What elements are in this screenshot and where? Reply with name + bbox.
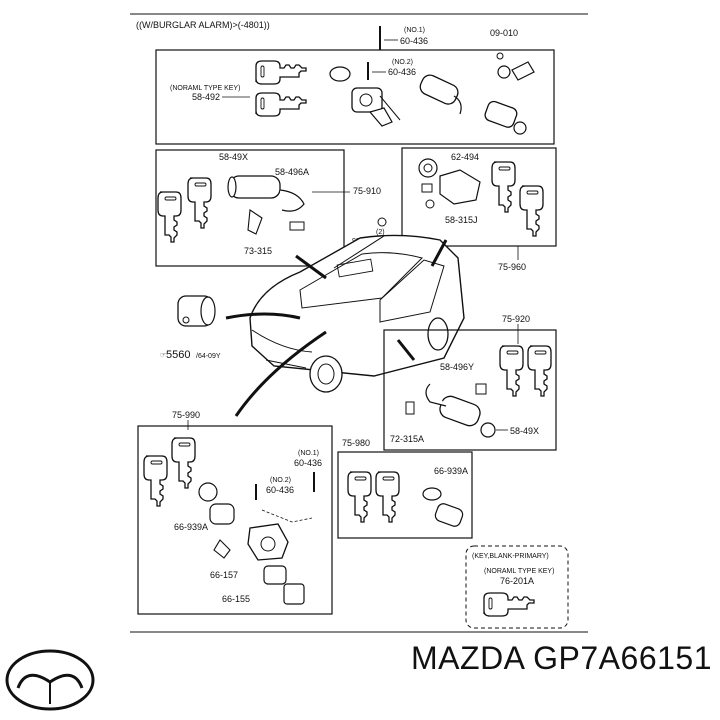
bm-ref: 75-980 [342,438,370,448]
rm-part-a: 62-494 [451,152,479,162]
top-no1-caption: (NO.1) [404,27,425,34]
rm-part-b: 58-315J [445,215,478,225]
rl-ref: 75-920 [502,314,530,324]
panel-right-mid: 62-494 58-315J 75-960 [401,147,557,272]
key-icon [171,437,196,489]
vehicle-illustration: (2) 99940-0503 [225,217,465,417]
key-icon [255,92,307,117]
lm-part-b: 58-496A [275,167,309,177]
rl-part-c: 58-49X [510,426,539,436]
tailgate-lock-icon [418,158,481,209]
key-icon [255,60,307,85]
bl-no2-caption: (NO.2) [270,477,291,484]
ignition-cylinder-icon [198,472,315,605]
ignition-switch-icon [329,66,401,127]
panel-blank-key: (KEY,BLANK-PRIMARY) (NORAML TYPE KEY) 76… [465,545,569,629]
bl-ref: 75-990 [172,410,200,420]
bl-no2-part: 60-436 [266,485,294,495]
door-lock-assembly-icon [405,383,496,438]
key-icon [347,471,372,523]
header-note: ((W/BURGLAR ALARM)>(-4801)) [136,20,270,30]
key-icon [491,161,516,213]
panel-top: (NORAML TYPE KEY) 58-492 (NO.1) 60-436 (… [155,26,555,145]
cylinder-ref-sub: /64-09Y [196,353,221,360]
key-icon [143,455,168,507]
top-key-part-label: 58-492 [192,92,220,102]
panel-left-mid: 58-49X 58-496A 73-315 75-910 [155,149,381,267]
lm-part-c: 73-315 [244,246,272,256]
key-icon [157,191,182,243]
key-icon [187,177,212,229]
key-icon [483,592,535,617]
lm-part-a: 58-49X [219,152,248,162]
top-no2-caption: (NO.2) [392,59,413,66]
blank-normal-key-caption: (NORAML TYPE KEY) [484,568,554,575]
top-normal-key-caption: (NORAML TYPE KEY) [170,85,240,92]
mazda-logo-icon [5,649,95,711]
rl-part-b: 72-315A [390,434,424,444]
bl-part-c: 66-155 [222,594,250,604]
panel-bottom-left: 75-990 (NO.1) 60-436 (NO.2) 60-436 66-93… [137,410,333,615]
lm-ref: 75-910 [353,186,381,196]
lock-cylinder-icon [422,487,464,527]
key-icon [375,471,400,523]
steering-lock-icon [419,52,535,135]
bl-no1-caption: (NO.1) [298,450,319,457]
rm-ref: 75-960 [498,262,526,272]
lock-cylinder-icon [177,295,216,327]
panel-bottom-mid: 75-980 66-939A [337,438,473,539]
parts-diagram: ((W/BURGLAR ALARM)>(-4801)) (NORAML TYPE… [130,13,588,633]
cylinder-ref: 5560 [166,349,190,361]
key-icon [527,345,552,397]
center-circle-2: (2) [376,229,385,236]
panel-right-lower: 75-920 58-496Y 72-315A 58-49X [383,314,557,451]
top-no2-part: 60-436 [388,67,416,77]
top-no1-part: 60-436 [400,36,428,46]
blank-key-caption: (KEY,BLANK-PRIMARY) [472,553,549,560]
blank-key-part: 76-201A [500,576,534,586]
bm-part-a: 66-939A [434,466,468,476]
key-icon [499,345,524,397]
door-lock-cylinder-icon [227,175,305,235]
key-icon [519,185,544,237]
bl-part-a: 66-939A [174,522,208,532]
brand-part-number: MAZDA GP7A66151 [411,640,712,676]
top-right-part: 09-010 [490,28,518,38]
bl-no1-part: 60-436 [294,458,322,468]
rl-part-a: 58-496Y [440,362,474,372]
arrow-ref-icon: ☞ [160,352,166,359]
bl-part-b: 66-157 [210,570,238,580]
